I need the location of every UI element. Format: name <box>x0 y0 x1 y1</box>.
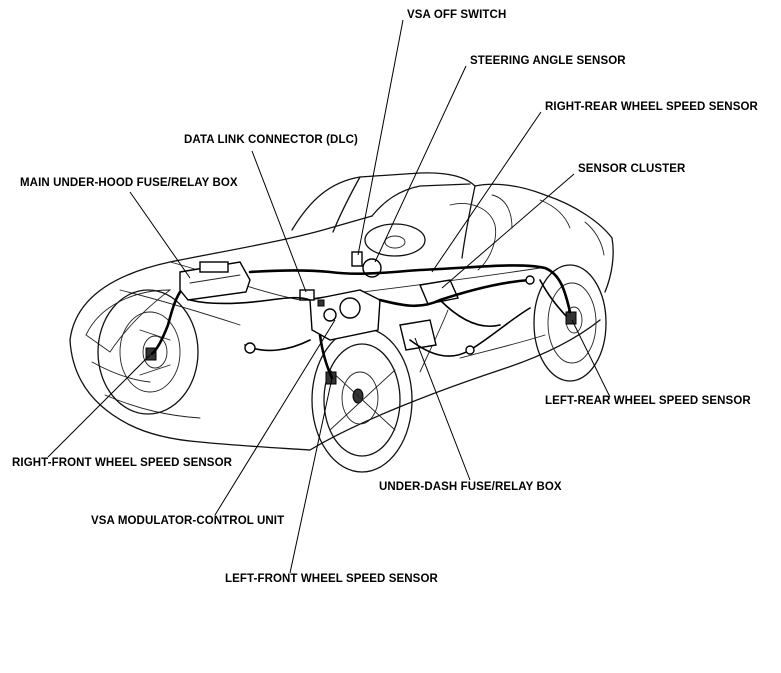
wiring-harness <box>150 264 572 380</box>
label-left-rear-wheel-speed-sensor: LEFT-REAR WHEEL SPEED SENSOR <box>545 395 751 407</box>
leader-right-front-wheel-speed-sensor <box>47 354 151 458</box>
leader-sensor-cluster <box>441 173 575 289</box>
leader-data-link-connector <box>251 150 307 293</box>
dlc-part <box>299 289 315 301</box>
main-under-hood-fuse-box <box>179 261 251 301</box>
left-rear-wheel <box>533 264 607 382</box>
leader-vsa-off-switch <box>357 19 404 256</box>
label-sensor-cluster: SENSOR CLUSTER <box>578 163 686 175</box>
left-rear-sensor-part <box>565 311 577 325</box>
vsa-off-switch-part <box>351 251 363 267</box>
label-steering-angle-sensor: STEERING ANGLE SENSOR <box>470 55 626 67</box>
leader-left-front-wheel-speed-sensor <box>289 377 333 574</box>
label-under-dash-fuse-relay-box: UNDER-DASH FUSE/RELAY BOX <box>379 481 562 493</box>
leader-steering-angle-sensor <box>374 65 467 263</box>
label-data-link-connector: DATA LINK CONNECTOR (DLC) <box>184 134 358 146</box>
leader-left-rear-wheel-speed-sensor <box>571 319 611 398</box>
under-dash-fuse-box-part <box>399 319 437 351</box>
label-main-under-hood-fuse-relay-box: MAIN UNDER-HOOD FUSE/RELAY BOX <box>20 177 238 189</box>
label-left-front-wheel-speed-sensor: LEFT-FRONT WHEEL SPEED SENSOR <box>225 573 438 585</box>
label-vsa-off-switch: VSA OFF SWITCH <box>407 9 507 21</box>
right-front-wheel <box>97 289 199 415</box>
leader-under-dash-fuse-relay-box <box>414 337 471 481</box>
leader-main-under-hood-fuse-box <box>129 191 191 279</box>
leader-lines <box>47 19 611 574</box>
vsa-modulator-unit <box>309 289 381 341</box>
label-right-front-wheel-speed-sensor: RIGHT-FRONT WHEEL SPEED SENSOR <box>12 457 233 469</box>
label-right-rear-wheel-speed-sensor: RIGHT-REAR WHEEL SPEED SENSOR <box>545 101 758 113</box>
leader-vsa-modulator-control-unit <box>214 319 336 516</box>
label-vsa-modulator-control-unit: VSA MODULATOR-CONTROL UNIT <box>91 515 285 527</box>
leader-right-rear-wheel-speed-sensor <box>431 111 542 273</box>
